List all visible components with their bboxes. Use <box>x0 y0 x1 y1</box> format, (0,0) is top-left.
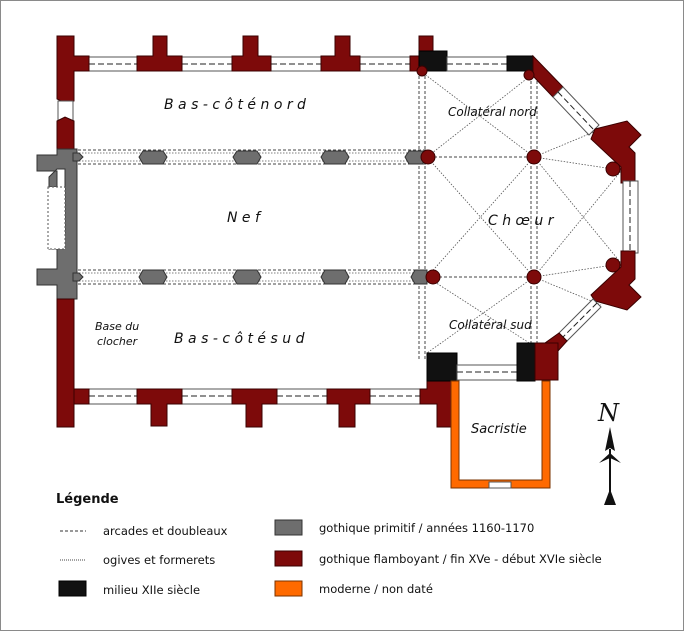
sacristy-walls <box>450 380 551 489</box>
legend-flamboyant-swatch <box>274 550 303 567</box>
legend-primitive-swatch <box>274 519 303 536</box>
label-sacristie: Sacristie <box>471 422 527 437</box>
primitive-piers <box>72 150 428 285</box>
legend-title: Légende <box>56 492 119 507</box>
legend: Légende arcades et doubleaux ogives et f… <box>56 492 602 597</box>
label-bas-cote-nord: B a s - c ô t é n o r d <box>164 97 306 113</box>
label-base-clocher-2: clocher <box>97 335 139 348</box>
legend-primitive: gothique primitif / années 1160-1170 <box>319 521 534 535</box>
legend-flamboyant: gothique flamboyant / fin XVe - début XV… <box>319 552 602 566</box>
south-wall <box>73 380 454 428</box>
apse-walls <box>532 54 642 353</box>
west-wall <box>36 100 78 428</box>
flamboyant-piers <box>416 65 621 285</box>
label-bas-cote-sud: B a s - c ô t é s u d <box>174 331 305 347</box>
legend-xii: milieu XIIe siècle <box>103 583 200 597</box>
label-choeur: C h œ u r <box>488 213 555 229</box>
legend-arcades: arcades et doubleaux <box>103 524 228 538</box>
north-wall <box>56 35 534 104</box>
legend-modern-swatch <box>274 580 303 597</box>
north-letter: N <box>597 399 620 427</box>
legend-modern: moderne / non daté <box>319 582 433 596</box>
label-base-clocher-1: Base du <box>95 320 139 333</box>
label-collateral-sud: Collatéral sud <box>449 318 532 332</box>
north-arrow: N <box>597 399 621 505</box>
south-east-block <box>426 342 559 382</box>
label-nef: N e f <box>227 210 262 226</box>
legend-xii-swatch <box>58 580 87 597</box>
legend-ogives: ogives et formerets <box>103 553 215 567</box>
label-collateral-nord: Collatéral nord <box>448 105 537 119</box>
